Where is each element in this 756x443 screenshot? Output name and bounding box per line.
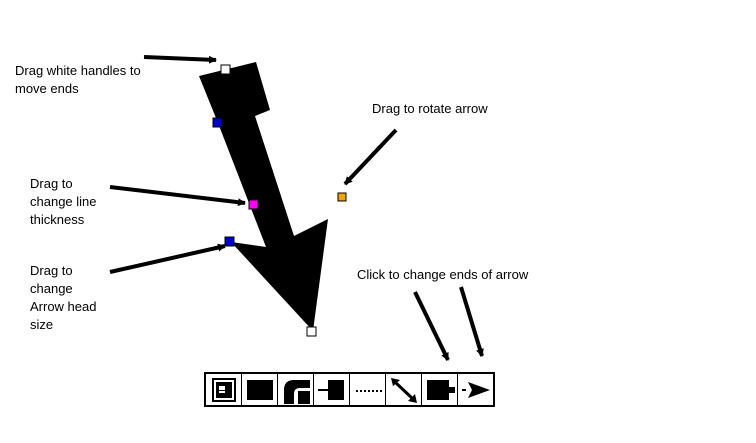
- annotation-line: change: [30, 281, 73, 296]
- annotation-line: Drag to: [30, 263, 73, 278]
- arrow-head-size-handle-2[interactable]: [224, 236, 235, 247]
- rotate-handle[interactable]: [337, 192, 347, 202]
- annotation-head-size: Drag to change Arrow head size: [30, 262, 96, 334]
- pointer-arrow-head-size: [109, 243, 226, 274]
- annotation-move-ends: Drag white handles to move ends: [15, 62, 141, 98]
- panel-square-icon: [211, 377, 236, 402]
- arrow-toolbar: [204, 372, 495, 407]
- annotation-line: change line: [30, 194, 97, 209]
- pointer-arrows: [109, 55, 484, 361]
- pointer-arrow-rotate: [343, 128, 398, 186]
- annotation-line: Arrow head: [30, 299, 97, 314]
- annotation-thickness: Drag to change line thickness: [30, 175, 97, 229]
- annotation-line: Drag to rotate arrow: [372, 101, 488, 116]
- annotation-line: Drag white handles to: [15, 63, 141, 78]
- dotted-line-tool[interactable]: [350, 374, 386, 405]
- elbow-bend-icon: [283, 379, 310, 404]
- double-arrow-tool[interactable]: [386, 374, 422, 405]
- square-end-tool[interactable]: [242, 374, 278, 405]
- annotation-change-ends: Click to change ends of arrow: [357, 266, 528, 284]
- arrow-end-icon: [461, 381, 490, 398]
- bend-tool[interactable]: [278, 374, 314, 405]
- pointer-arrow-thickness: [109, 185, 246, 207]
- arrow-head-size-handle[interactable]: [212, 117, 223, 128]
- line-thickness-handle[interactable]: [248, 199, 259, 210]
- move-start-handle[interactable]: [220, 64, 231, 75]
- flat-end-icon: [426, 379, 455, 400]
- annotation-line: thickness: [30, 212, 85, 227]
- flat-end-tool[interactable]: [422, 374, 458, 405]
- offset-step-icon: [317, 379, 344, 400]
- annotation-line: Click to change ends of arrow: [357, 267, 529, 282]
- annotation-rotate: Drag to rotate arrow: [372, 100, 488, 118]
- pointer-arrow-change-ends-2: [459, 286, 484, 357]
- move-end-handle[interactable]: [306, 326, 317, 337]
- arrow-end-tool[interactable]: [458, 374, 493, 405]
- offset-tool[interactable]: [314, 374, 350, 405]
- double-arrow-icon: [390, 377, 417, 403]
- dotted-line-icon: [355, 389, 382, 392]
- properties-tool[interactable]: [206, 374, 242, 405]
- annotation-line: size: [30, 317, 54, 332]
- block-arrow-shape[interactable]: [199, 62, 328, 331]
- filled-square-icon: [246, 379, 273, 400]
- pointer-arrow-move-ends: [143, 55, 217, 64]
- annotation-line: move ends: [15, 81, 79, 96]
- annotation-line: Drag to: [30, 176, 73, 191]
- pointer-arrow-change-ends-1: [413, 291, 450, 361]
